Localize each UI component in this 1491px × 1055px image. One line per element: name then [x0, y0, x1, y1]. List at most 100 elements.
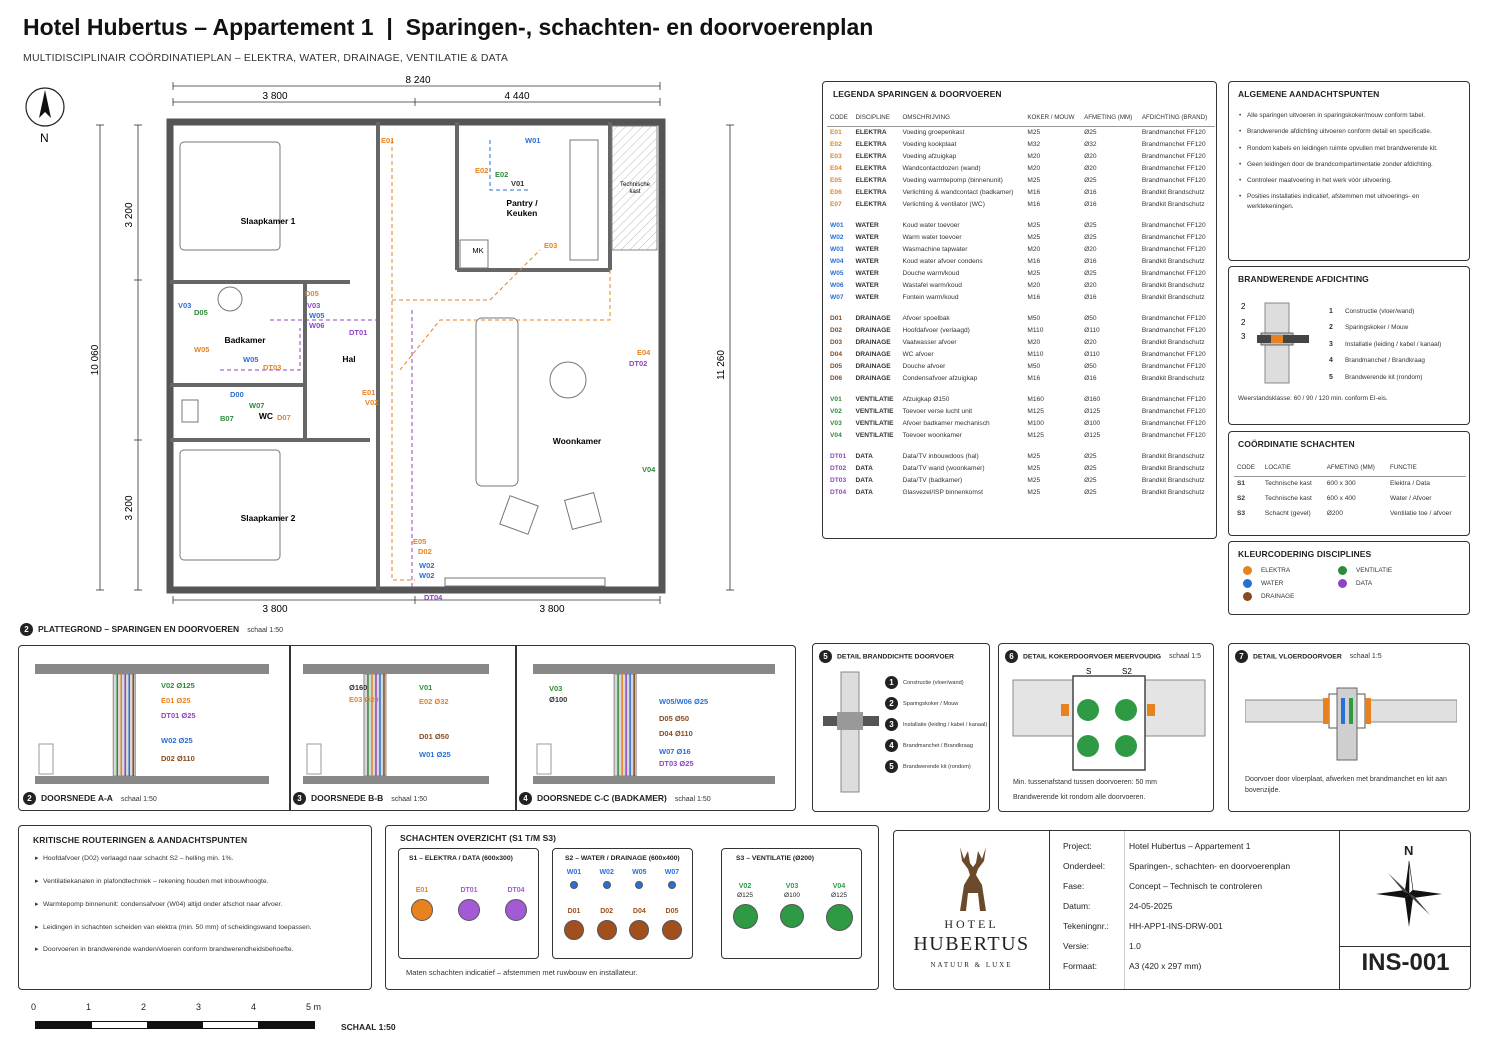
- coord-header: LOCATIE: [1261, 460, 1324, 477]
- algemeen-item: Rondom kabels en leidingen ruimte opvull…: [1239, 144, 1461, 154]
- titleblock-key: Tekeningnr.:: [1063, 921, 1109, 931]
- legend-header: AFMETING (mm): [1081, 110, 1139, 127]
- kritisch-item: Ventilatiekanalen in plafondtechniek – r…: [35, 877, 365, 887]
- legend-cell: Fontein warm/koud: [902, 293, 959, 301]
- legend-cell: M125: [1027, 407, 1044, 415]
- svg-text:W02: W02: [419, 561, 434, 570]
- scale-tick-label: 4: [251, 1002, 257, 1012]
- room-mk: MK: [472, 246, 483, 255]
- legend-cell: D04: [830, 350, 843, 358]
- s1-title: S1 – ELEKTRA / DATA (600x300): [409, 855, 513, 862]
- legend-cell: DATA: [855, 488, 873, 496]
- legend-cell: Brandmanchet FF120: [1141, 431, 1206, 439]
- section-label: D01 Ø50: [419, 732, 449, 741]
- legend-header: KOKER / MOUW: [1024, 110, 1082, 127]
- section-label: W01 Ø25: [419, 750, 451, 759]
- shaft-code: V04: [832, 883, 846, 890]
- legend-cell: M25: [1027, 452, 1041, 460]
- coord-header: AFMETING (mm): [1323, 460, 1387, 477]
- north-label: N: [40, 131, 49, 145]
- svg-text:D02: D02: [418, 547, 432, 556]
- titleblock-value: Sparingen-, schachten- en doorvoerenplan: [1129, 861, 1291, 871]
- section-label: DT03 Ø25: [659, 759, 694, 768]
- detail5-drawing: [823, 671, 879, 793]
- legend-cell: Ø50: [1084, 362, 1097, 370]
- section-label: V02 Ø125: [161, 681, 195, 690]
- legend-cell: Brandmanchet FF120: [1141, 245, 1206, 253]
- detail5-item-num: 2: [885, 697, 898, 710]
- titleblock-row: Fase:Concept – Technisch te controleren: [1059, 876, 1294, 896]
- legend-cell: Brandmanchet FF120: [1141, 128, 1206, 136]
- legend-cell: Toevoer verse lucht unit: [902, 407, 973, 415]
- legend-cell: ELEKTRA: [855, 200, 887, 208]
- room-woonkamer: Woonkamer: [553, 436, 602, 446]
- legend-cell: Toevoer woonkamer: [902, 431, 962, 439]
- legend-cell: M16: [1027, 257, 1041, 265]
- legend-cell: VENTILATIE: [855, 407, 894, 415]
- legend-cell: Ø32: [1084, 140, 1097, 148]
- coord-cell: 600 x 300: [1326, 480, 1356, 488]
- brand-item-label: Sparingskoker / Mouw: [1345, 324, 1409, 332]
- legend-cell: Glasvezel/ISP binnenkomst: [902, 488, 983, 496]
- dim-bottom-left: 3 800: [262, 604, 287, 615]
- titleblock-row: Onderdeel:Sparingen-, schachten- en door…: [1059, 856, 1294, 876]
- legend-cell: M20: [1027, 338, 1041, 346]
- shaft-size: Ø125: [737, 892, 753, 899]
- logo-line2: HUBERTUS: [913, 933, 1030, 955]
- shaft-item: D04: [624, 908, 654, 940]
- legend-cell: ELEKTRA: [855, 140, 887, 148]
- legend-cell: Brandkit Brandschutz: [1141, 374, 1205, 382]
- legend-cell: M25: [1027, 221, 1041, 229]
- legend-cell: DRAINAGE: [855, 362, 891, 370]
- legend-cell: Douche warm/koud: [902, 269, 960, 277]
- dim-left-lower: 3 200: [124, 495, 135, 520]
- legend-cell: WATER: [855, 269, 879, 277]
- brand-item-label: Installatie (leiding / kabel / kanaal): [1345, 340, 1442, 348]
- titleblock-row: Tekeningnr.:HH-APP1-INS-DRW-001: [1059, 916, 1294, 936]
- legend-cell: Brandmanchet FF120: [1141, 395, 1206, 403]
- legend-cell: E04: [830, 164, 842, 172]
- kritisch-item: Warmtepomp binnenunit: condensafvoer (W0…: [35, 900, 365, 910]
- scale-tick-label: 2: [141, 1002, 147, 1012]
- floor-plan-drawing: N 8 240 3 800 4 440 3 800 3 800 10 060 3…: [25, 75, 734, 615]
- legend-cell: WATER: [855, 293, 879, 301]
- coord-cell: S1: [1237, 480, 1246, 488]
- legend-cell: Brandmanchet FF120: [1141, 269, 1206, 277]
- titleblock-key: Versie:: [1063, 941, 1089, 951]
- legend-cell: D03: [830, 338, 843, 346]
- compass-rose-icon: [1376, 860, 1442, 927]
- legend-cell: DT04: [830, 488, 847, 496]
- north-arrow-icon: [25, 87, 65, 127]
- coord-cell: S2: [1237, 495, 1246, 502]
- legend-cell: Ø125: [1084, 407, 1101, 415]
- legend-cell: Voeding kookplaat: [902, 140, 957, 148]
- legend-cell: Voeding warmtepomp (binnenunit): [902, 176, 1003, 184]
- detail5-item-num: 3: [885, 718, 898, 731]
- scale-segment: [258, 1022, 314, 1028]
- legend-cell: Brandmanchet FF120: [1141, 419, 1206, 427]
- kleur-dot-icon: [1243, 579, 1252, 588]
- coord-header: FUNCTIE: [1386, 460, 1466, 477]
- legend-cell: Verlichting & ventilator (WC): [902, 200, 985, 208]
- scale-segment: [147, 1022, 203, 1028]
- shaft-item: E01: [407, 887, 437, 921]
- legend-cell: E06: [830, 188, 842, 196]
- legend-gap-cell: [827, 210, 1215, 219]
- section-label: W02 Ø25: [161, 736, 193, 745]
- legend-cell: M110: [1027, 350, 1044, 358]
- brand-detail-drawing: 2 2 3: [1241, 302, 1309, 384]
- brand-item-num: 2: [1329, 324, 1333, 332]
- legend-gap: [827, 384, 1215, 393]
- legend-cell: W01: [830, 221, 844, 229]
- legend-cell: Koud water afvoer condens: [902, 257, 983, 265]
